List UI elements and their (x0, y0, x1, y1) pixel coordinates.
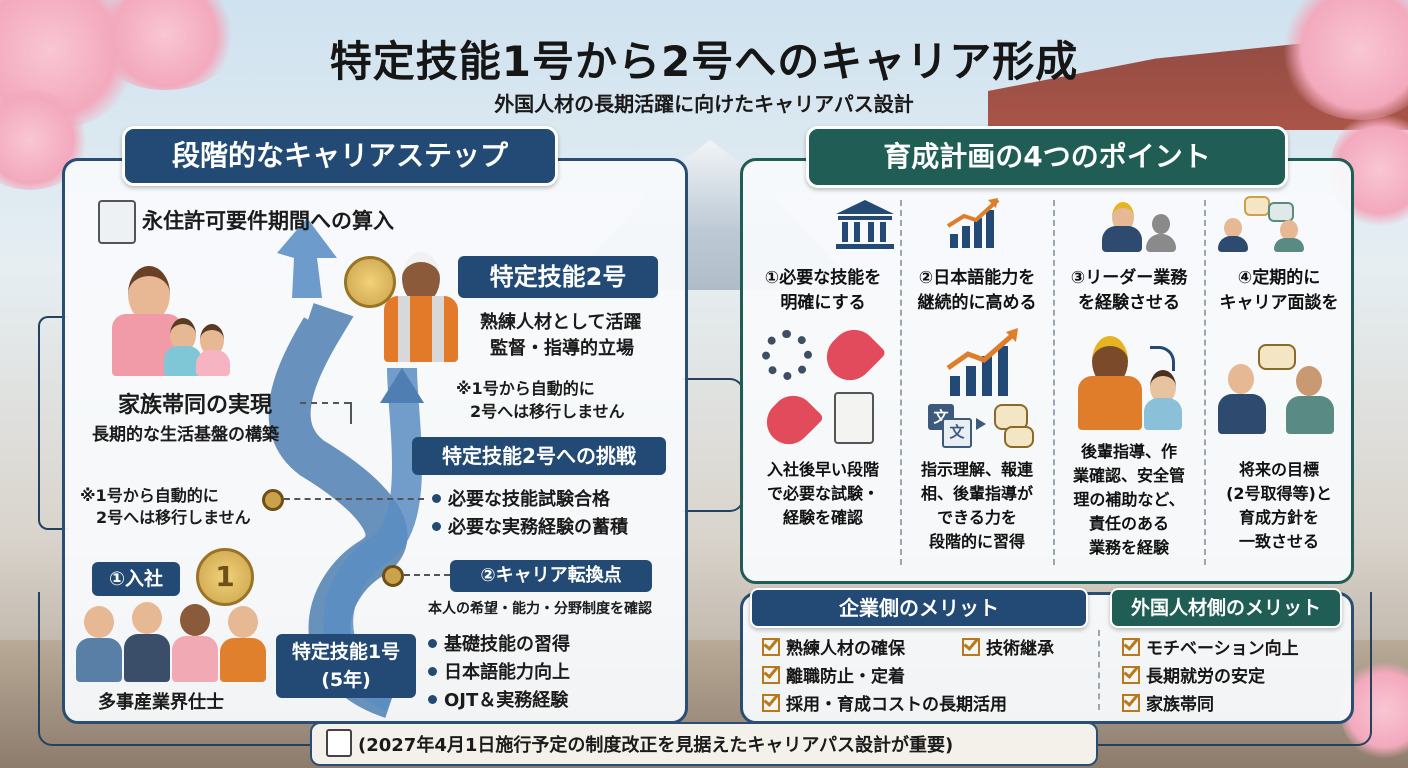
ssw2-desc-line2: 監督・指導的立場 (490, 338, 634, 359)
worker-benefit-item: モチベーション向上 (1122, 634, 1299, 659)
page-subtitle: 外国人材の長期活躍に向けたキャリアパス設計 (494, 92, 914, 116)
center-connector-line (682, 378, 744, 512)
ssw2-title: 特定技能2号 (458, 256, 658, 298)
ssw1-item: 日本語能力向上 (444, 662, 570, 683)
career-steps-header: 段階的なキャリアステップ (122, 126, 558, 186)
point4-desc: 将来の目標(2号取得等)と育成方針を一致させる (1226, 460, 1332, 551)
leader-icon (1096, 198, 1176, 252)
challenge-connector (284, 498, 424, 500)
family-title: 家族帯同の実現 (118, 393, 273, 418)
challenge-marker (262, 489, 284, 511)
point1-desc: 入社後早い段階で必要な試験・経験を確認 (766, 460, 879, 527)
worker-benefits-header: 外国人材側のメリット (1110, 588, 1342, 628)
checklist-icon (834, 392, 874, 444)
point3-desc: 後輩指導、作業確認、安全管理の補助など、責任のある業務を経験 (1072, 442, 1185, 557)
page-title: 特定技能1号から2号へのキャリア形成 (329, 37, 1079, 86)
challenge-item: 必要な技能試験合格 (448, 489, 610, 510)
company-benefit-item: 離職防止・定着 (762, 662, 905, 687)
worker-benefit-item: 家族帯同 (1122, 690, 1214, 715)
step1-label: ①入社 (92, 562, 180, 596)
column-divider (1053, 200, 1055, 565)
workers-group-illustration (76, 600, 272, 682)
column-divider (900, 200, 902, 565)
training-plan-header: 育成計画の4つのポイント (806, 126, 1288, 188)
ssw1-title: 特定技能1号 (291, 641, 401, 663)
note-right-line1: ※1号から自動的に (456, 379, 595, 398)
company-benefit-item: 熟練人材の確保 (762, 634, 905, 659)
family-desc: 長期的な生活基盤の構築 (92, 425, 279, 445)
ssw2-desc-line1: 熟練人材として活躍 (480, 312, 642, 333)
growth-chart-icon (946, 198, 1000, 248)
turning-point-desc: 本人の希望・能力・分野制度を確認 (428, 601, 652, 617)
point2-desc: 指示理解、報連相、後輩指導ができる力を段階的に習得 (920, 460, 1033, 551)
company-benefits-header: 企業側のメリット (750, 588, 1088, 628)
note-left-line1: ※1号から自動的に (80, 486, 219, 505)
cherry-blossom-decoration (90, 0, 240, 90)
turning-point-label: ②キャリア転換点 (450, 560, 652, 592)
family-connector-drop (350, 402, 352, 424)
column-divider (1204, 200, 1206, 565)
translation-icon-back: 文 (942, 418, 972, 448)
ssw1-duration: (5年) (321, 669, 371, 691)
challenge-title: 特定技能2号への挑戦 (412, 437, 666, 475)
speech-bubble-icon (994, 404, 1028, 430)
turning-connector (404, 574, 450, 576)
arrow-right-icon (976, 418, 986, 430)
ssw1-item: 基礎技能の習得 (444, 634, 570, 655)
family-connector (300, 402, 350, 404)
note-right-line2: 2号へは移行しません (470, 402, 625, 421)
rising-chart-icon (946, 328, 1018, 396)
company-benefit-item: 技術継承 (962, 634, 1054, 659)
point3-title: ③リーダー業務を経験させる (1070, 268, 1188, 313)
calendar-icon (326, 729, 352, 757)
point2-title: ②日本語能力を継続的に高める (917, 268, 1037, 313)
medal-icon: 1 (196, 548, 254, 606)
footer-note: (2027年4月1日施行予定の制度改正を見据えたキャリアパス設計が重要) (358, 735, 954, 756)
point1-title: ①必要な技能を明確にする (764, 268, 882, 313)
clipboard-icon (98, 200, 136, 244)
company-benefit-item: 採用・育成コストの長期活用 (762, 690, 1007, 715)
turning-point-marker (382, 565, 404, 587)
family-illustration (104, 266, 234, 376)
gear-icon (762, 330, 812, 380)
note-left-line2: 2号へは移行しません (96, 508, 251, 527)
footer-note-box (310, 722, 1098, 766)
interview-icon (1218, 196, 1308, 252)
skilled-worker-illustration (376, 240, 466, 362)
ssw1-chip: 特定技能1号 (5年) (276, 634, 416, 698)
handshake-illustration (1218, 344, 1334, 434)
speech-bubble-icon (1004, 426, 1034, 448)
point4-title: ④定期的にキャリア面談を (1219, 268, 1339, 313)
ssw1-item: OJT＆実務経験 (444, 690, 569, 711)
industry-label: 多事産業界仕士 (98, 692, 224, 713)
bank-building-icon (836, 200, 894, 249)
mentoring-illustration (1074, 332, 1184, 430)
curved-arrow-icon (1150, 346, 1175, 371)
left-bracket-line (38, 316, 68, 530)
permanent-residency-label: 永住許可要件期間への算入 (142, 209, 394, 233)
challenge-item: 必要な実務経験の蓄積 (448, 517, 628, 538)
benefits-divider (1098, 630, 1100, 710)
worker-benefit-item: 長期就労の安定 (1122, 662, 1265, 687)
